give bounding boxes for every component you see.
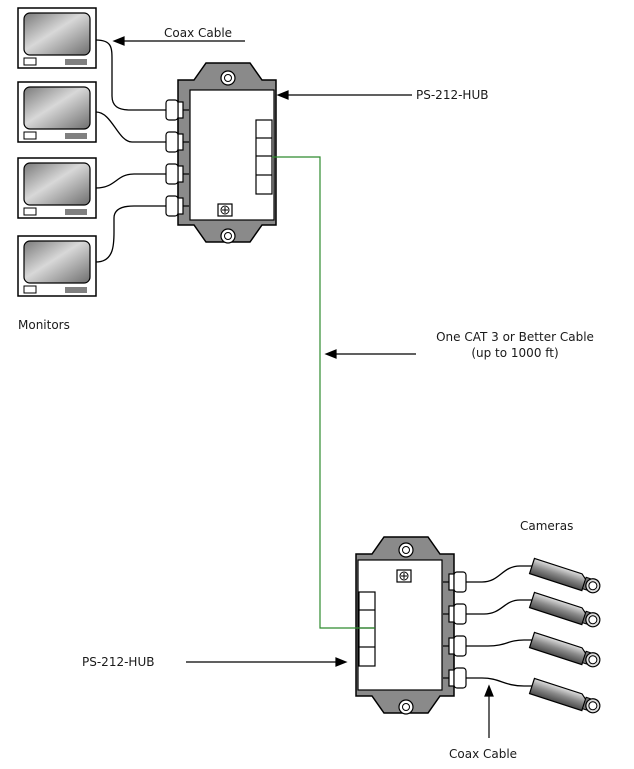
monitor-coax-cables xyxy=(95,39,166,263)
hub-label-top: PS-212-HUB xyxy=(416,88,489,102)
cat3-label-line2: (up to 1000 ft) xyxy=(471,346,559,360)
cameras-label: Cameras xyxy=(520,519,574,533)
cat3-label-line1: One CAT 3 or Better Cable xyxy=(436,330,594,344)
top-hub-connectors xyxy=(165,99,190,217)
camera-coax-cables xyxy=(466,565,532,687)
camera-icon-3 xyxy=(528,631,603,671)
bottom-hub-icon xyxy=(355,536,455,715)
top-hub-icon xyxy=(177,62,277,244)
monitor-icon-4 xyxy=(17,235,97,297)
monitor-icon-3 xyxy=(17,157,97,219)
bottom-hub-connectors xyxy=(442,571,467,689)
monitor-icon-2 xyxy=(17,81,97,143)
annotation-arrows xyxy=(112,36,494,738)
coax-cable-label-top: Coax Cable xyxy=(164,26,233,40)
cat3-cable xyxy=(272,156,375,629)
coax-cable-label-bottom: Coax Cable xyxy=(449,747,518,761)
monitor-icon-1 xyxy=(17,7,97,69)
camera-icon-4 xyxy=(528,677,603,717)
camera-icon-2 xyxy=(528,591,603,631)
hub-label-bottom: PS-212-HUB xyxy=(82,655,155,669)
camera-icon-1 xyxy=(528,557,603,597)
monitors-label: Monitors xyxy=(18,318,70,332)
